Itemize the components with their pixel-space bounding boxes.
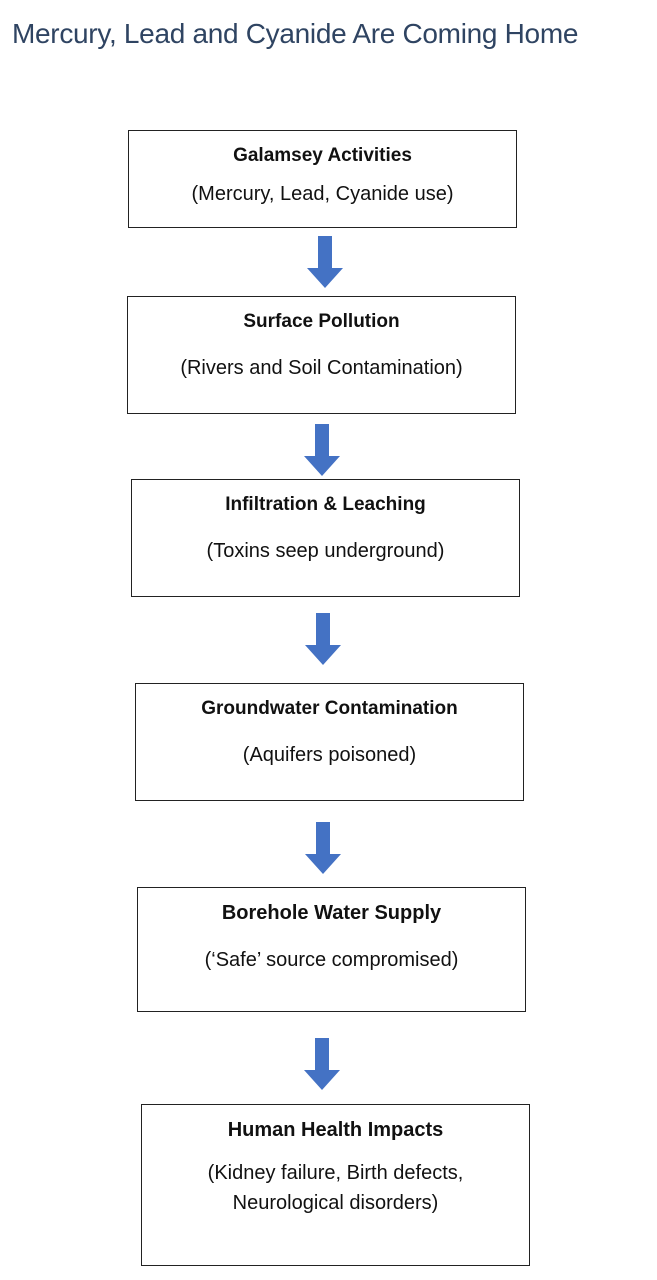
step-detail: (‘Safe’ source compromised) [204,949,459,971]
arrow-down-icon [304,1038,340,1090]
step-infiltration-leaching: Infiltration & Leaching (Toxins seep und… [131,479,520,597]
step-heading: Groundwater Contamination [201,698,458,719]
step-heading: Human Health Impacts [227,1119,444,1141]
arrow-down-icon [307,236,343,288]
diagram-title: Mercury, Lead and Cyanide Are Coming Hom… [12,18,579,49]
step-borehole-water-supply: Borehole Water Supply (‘Safe’ source com… [137,887,526,1012]
step-detail: (Rivers and Soil Contamination) [180,357,463,379]
arrow-down-icon [304,424,340,476]
step-detail: (Aquifers poisoned) [242,744,417,766]
step-heading: Infiltration & Leaching [225,494,426,515]
step-groundwater-contamination: Groundwater Contamination (Aquifers pois… [135,683,524,801]
step-heading: Surface Pollution [243,311,400,332]
step-human-health-impacts: Human Health Impacts (Kidney failure, Bi… [141,1104,530,1266]
step-surface-pollution: Surface Pollution (Rivers and Soil Conta… [127,296,516,414]
step-detail: (Kidney failure, Birth defects, Neurolog… [207,1162,464,1214]
arrow-down-icon [305,613,341,665]
step-heading: Galamsey Activities [233,145,412,166]
step-detail: (Mercury, Lead, Cyanide use) [191,183,454,205]
arrow-down-icon [305,822,341,874]
step-detail: (Toxins seep underground) [206,540,445,562]
step-heading: Borehole Water Supply [221,902,442,924]
step-galamsey-activities: Galamsey Activities (Mercury, Lead, Cyan… [128,130,517,228]
